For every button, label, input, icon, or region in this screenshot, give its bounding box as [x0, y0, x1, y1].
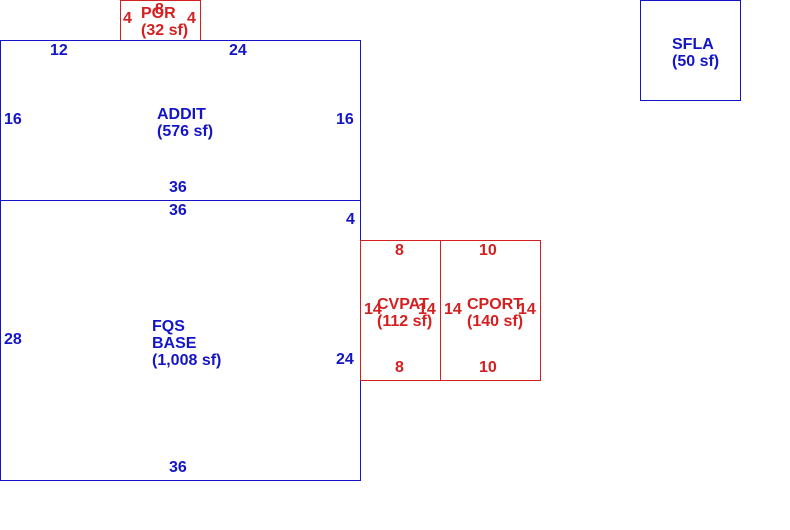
label-fqs-area: (1,008 sf): [152, 352, 222, 369]
dim-por-left: 4: [123, 10, 132, 27]
dim-fqs-bottom: 36: [169, 459, 187, 476]
dim-addit-right: 16: [336, 111, 354, 128]
dim-cvpat-right: 14: [418, 301, 436, 318]
dim-fqs-top: 36: [169, 202, 187, 219]
dim-fqs-left: 28: [4, 331, 22, 348]
dim-cport-left: 14: [444, 301, 462, 318]
dim-addit-left: 16: [4, 111, 22, 128]
dim-addit-bottom: 36: [169, 179, 187, 196]
dim-cport-right: 14: [518, 301, 536, 318]
label-sfla-area: (50 sf): [672, 53, 720, 70]
dim-cport-bottom: 10: [479, 359, 497, 376]
label-sfla-name: SFLA: [672, 36, 714, 53]
area-cport: [440, 240, 541, 381]
label-cport-area: (140 sf): [467, 313, 524, 330]
label-cvpat-area: (112 sf): [377, 313, 433, 330]
label-por-area: (32 sf): [141, 22, 189, 39]
label-cvpat-name: CVPAT: [377, 296, 429, 313]
dim-cport-top: 10: [479, 242, 497, 259]
label-fqs-name-line2: BASE: [152, 335, 197, 352]
label-cport-name: CPORT: [467, 296, 523, 313]
dim-por-right: 4: [187, 10, 196, 27]
area-sfla: [640, 0, 741, 101]
label-por-name: POR: [141, 5, 176, 22]
dim-fqs-right-upper: 4: [346, 211, 355, 228]
dim-cvpat-top: 8: [395, 242, 404, 259]
dim-fqs-right-lower: 24: [336, 351, 354, 368]
label-addit-name: ADDIT: [157, 106, 206, 123]
dim-addit-top-left: 12: [50, 42, 68, 59]
dim-cvpat-left: 14: [364, 301, 382, 318]
dim-addit-top-right: 24: [229, 42, 247, 59]
label-addit-area: (576 sf): [157, 123, 214, 140]
dim-cvpat-bottom: 8: [395, 359, 404, 376]
label-fqs-name-line1: FQS: [152, 318, 185, 335]
dim-por-top: 8: [155, 1, 164, 18]
